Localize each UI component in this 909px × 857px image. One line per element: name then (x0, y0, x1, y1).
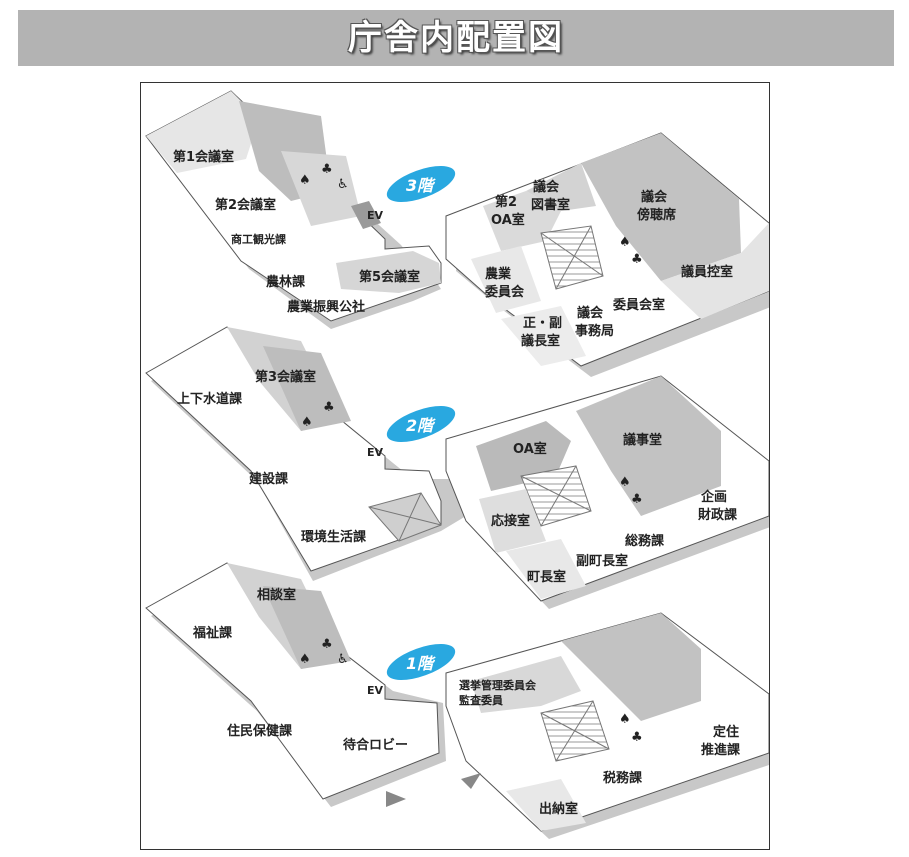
room-general-affairs: 総務課 (625, 533, 665, 549)
floor3-conf1-room (146, 91, 259, 173)
room-council-office-line2: 事務局 (575, 323, 614, 339)
title-bar: 庁舎内配置図 (18, 10, 894, 66)
floor1-ev-label: EV (367, 684, 384, 697)
restroom-icon: ♠ (299, 652, 311, 667)
wheelchair-icon: ♿ (337, 177, 349, 192)
room-oa2-line1: 第2 (495, 194, 517, 210)
restroom-icon: ♠ (619, 475, 631, 490)
floor3-library-room (526, 163, 596, 211)
restroom-icon: ♠ (619, 235, 631, 250)
room-environment: 環境生活課 (301, 529, 367, 545)
room-planning-line1: 企画 (700, 489, 727, 505)
room-settlement-line1: 定住 (712, 724, 739, 740)
room-election-line1: 選挙管理委員会 (459, 678, 537, 692)
wheelchair-icon: ♿ (337, 652, 349, 667)
restroom-icon: ♠ (299, 173, 311, 188)
room-tax: 税務課 (603, 770, 643, 786)
room-planning-line2: 財政課 (697, 507, 738, 523)
restroom-icon: ♠ (619, 712, 631, 727)
room-mayor: 町長室 (527, 569, 566, 585)
floor1-entrance-arrow-left (386, 791, 406, 807)
floor1-election-block (471, 656, 581, 713)
floor-map: ♠ ♣ ♿ ♠ ♣ ♠ ♣ ♠ ♣ ♠ ♣ ♿ ♠ ♣ 3階 2階 1階 EV … (145, 90, 769, 839)
room-assembly: 議事堂 (623, 432, 662, 448)
floor2-mayor-room (506, 539, 586, 599)
floor1-upper-right-block (561, 613, 701, 721)
room-deputy-mayor: 副町長室 (576, 553, 628, 569)
room-library-line1: 議会 (533, 179, 560, 195)
room-welfare: 福祉課 (192, 625, 233, 641)
restroom-icon: ♣ (321, 637, 333, 652)
floor3-mid-block (281, 151, 361, 226)
room-commerce: 商工観光課 (231, 232, 287, 246)
restroom-icon: ♣ (631, 730, 643, 745)
room-gallery-line1: 議会 (641, 189, 668, 205)
floor-map-frame: ♠ ♣ ♿ ♠ ♣ ♠ ♣ ♠ ♣ ♠ ♣ ♿ ♠ ♣ 3階 2階 1階 EV … (140, 82, 770, 850)
room-construction: 建設課 (249, 471, 289, 487)
restroom-icon: ♣ (631, 252, 643, 267)
room-conf1: 第1会議室 (173, 149, 234, 165)
floor3-agri-comm-room (471, 246, 541, 313)
room-lobby: 待合ロビー (342, 737, 408, 753)
room-agri-promo: 農業振興公社 (287, 299, 365, 315)
room-conf5: 第5会議室 (359, 269, 420, 285)
floor3-badge[interactable]: 3階 (382, 159, 459, 210)
restroom-icon: ♣ (631, 492, 643, 507)
room-election-line2: 監査委員 (459, 693, 503, 707)
room-gallery-line2: 傍聴席 (637, 207, 676, 223)
restroom-icon: ♣ (321, 162, 333, 177)
floor2-upper-dark-block (263, 346, 351, 431)
restroom-icons: ♠ ♣ ♿ ♠ ♣ ♠ ♣ ♠ ♣ ♠ ♣ ♿ ♠ ♣ (299, 162, 643, 745)
room-settlement-line2: 推進課 (701, 742, 741, 758)
floor3-badge-label: 3階 (406, 176, 436, 195)
floor3-chair-room (501, 306, 586, 366)
room-chair-line2: 議長室 (521, 333, 560, 349)
room-residents: 住民保健課 (227, 723, 293, 739)
floor1-dark-block (263, 586, 351, 669)
floor1-badge[interactable]: 1階 (382, 637, 459, 688)
room-conf3: 第3会議室 (255, 369, 316, 385)
floor-1 (145, 562, 769, 839)
room-agri-comm-line2: 委員会 (484, 284, 525, 300)
room-oa2-line2: OA室 (491, 212, 525, 228)
floor3-conf5-room (336, 251, 441, 293)
restroom-icon: ♣ (323, 400, 335, 415)
restroom-icon: ♠ (301, 415, 313, 430)
room-consult: 相談室 (257, 587, 296, 603)
floor3-waiting-room (661, 223, 769, 319)
floor1-cashier-room (506, 779, 586, 831)
room-agri-comm-line1: 農業 (485, 266, 512, 282)
room-chair-line1: 正・副 (523, 316, 562, 331)
room-conf2: 第2会議室 (215, 197, 276, 213)
room-oa: OA室 (513, 441, 547, 457)
room-councilor-waiting: 議員控室 (681, 264, 733, 280)
floor2-badge[interactable]: 2階 (382, 399, 459, 450)
floor-2 (145, 326, 769, 609)
floor1-entrance-arrow-right (461, 773, 481, 789)
floor3-gallery-room (581, 133, 741, 281)
floor2-ev-label: EV (367, 446, 384, 459)
floor3-right-ev-shaft (351, 201, 381, 229)
room-reception: 応接室 (491, 513, 530, 529)
room-library-line2: 図書室 (531, 197, 570, 213)
room-committee: 委員会室 (612, 297, 665, 313)
room-council-office-line1: 議会 (577, 305, 604, 321)
room-agriforest: 農林課 (266, 274, 306, 290)
floor1-badge-label: 1階 (406, 654, 436, 673)
floor2-assembly-room (576, 376, 721, 516)
floor-3 (145, 90, 769, 377)
floor3-ev-label: EV (367, 209, 384, 222)
room-water: 上下水道課 (177, 391, 243, 407)
floor2-reception-room (479, 489, 546, 553)
floor2-badge-label: 2階 (406, 416, 436, 435)
room-cashier: 出納室 (539, 801, 578, 817)
page-title: 庁舎内配置図 (348, 18, 564, 58)
